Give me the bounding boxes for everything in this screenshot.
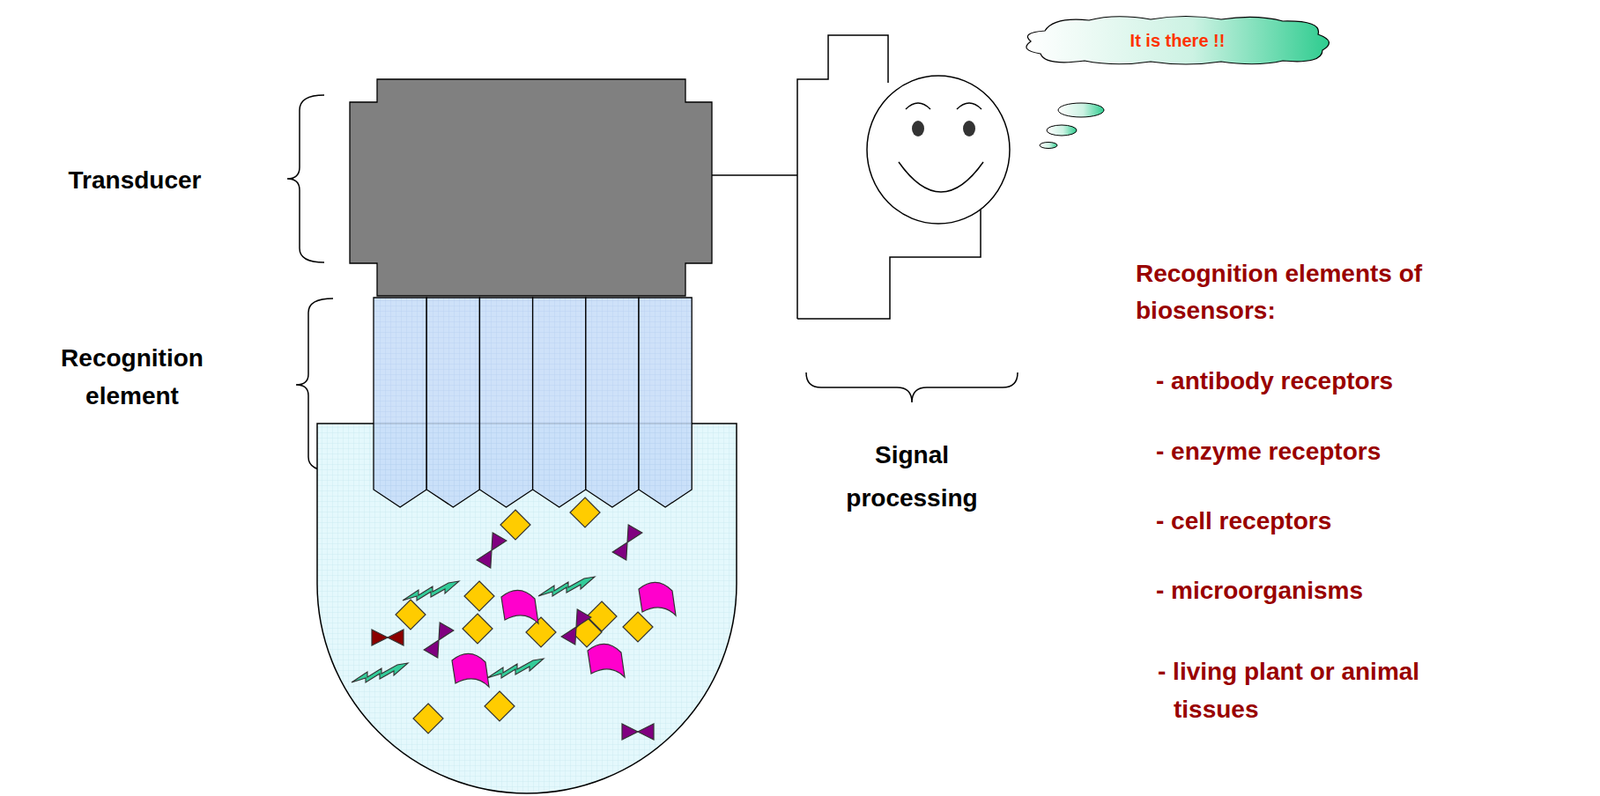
drawing-part <box>898 162 984 193</box>
recognition-column <box>479 297 533 508</box>
drawing-part <box>622 612 653 643</box>
drawing-part <box>525 617 556 648</box>
recognition-column <box>638 297 692 508</box>
recognition-column <box>426 297 480 508</box>
drawing-part <box>402 581 460 601</box>
drawing-part <box>500 510 531 541</box>
label-text: - enzyme receptors <box>1155 437 1579 467</box>
label-text: - antibody receptors <box>1155 366 1579 397</box>
drawing-part <box>476 533 507 569</box>
drawing-part <box>423 622 454 659</box>
drawing-part <box>451 653 489 688</box>
drawing-part <box>905 103 982 110</box>
drawing-part <box>501 590 539 624</box>
label-text: - cell receptors <box>1155 506 1579 537</box>
thought-cloud: It is there !! <box>1018 14 1337 67</box>
drawing-part <box>570 497 600 528</box>
drawing-part <box>962 120 976 137</box>
label-text: Signal processing <box>806 433 1018 520</box>
label-text: Recognition element <box>26 339 238 416</box>
drawing-part <box>866 75 1010 224</box>
drawing-part <box>484 691 515 722</box>
drawing-part <box>1058 103 1104 118</box>
label-text: Recognition elements of biosensors: <box>1135 255 1524 330</box>
drawing-part <box>464 581 495 612</box>
drawing-part <box>622 724 654 741</box>
label-text: - living plant or animal tissues <box>1157 652 1511 730</box>
drawing-part <box>287 95 325 263</box>
drawing-part <box>587 644 625 678</box>
drawing-part <box>351 663 408 683</box>
drawing-part <box>797 207 981 319</box>
label-text: - microorganisms <box>1155 576 1579 607</box>
drawing-part <box>371 629 404 646</box>
cloud-outline <box>1026 16 1329 66</box>
cloud-text: It is there !! <box>1130 30 1226 52</box>
drawing-part <box>561 609 592 645</box>
drawing-part <box>395 600 426 630</box>
drawing-part <box>911 120 925 137</box>
drawing-part <box>373 297 692 508</box>
drawing-part <box>349 79 712 297</box>
drawing-part <box>806 372 1018 403</box>
drawing-part <box>638 582 676 616</box>
recognition-column <box>585 297 639 508</box>
drawing-part <box>711 174 798 177</box>
recognition-column <box>533 297 586 508</box>
drawing-part <box>612 525 643 561</box>
drawing-part <box>413 703 444 734</box>
label-text: Transducer <box>15 165 254 196</box>
drawing-part <box>1046 125 1077 136</box>
drawing-part <box>538 577 595 597</box>
drawing-part <box>487 659 544 679</box>
drawing-part <box>1039 142 1058 149</box>
recognition-column <box>373 297 427 508</box>
drawing-part <box>462 614 493 645</box>
